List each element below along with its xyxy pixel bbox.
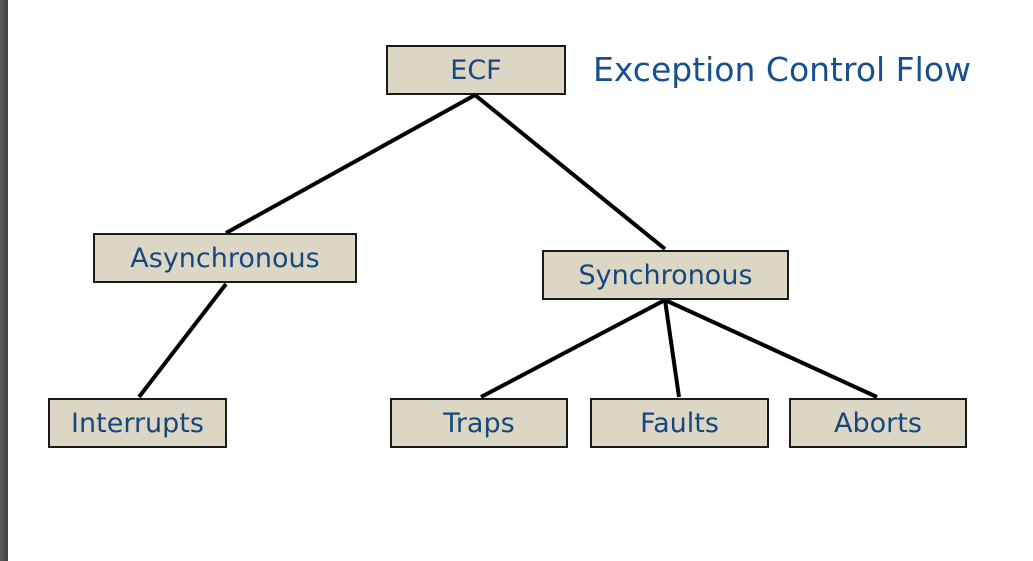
node-ecf[interactable]: ECF xyxy=(386,45,566,95)
edge-synchronous-faults xyxy=(663,299,681,398)
node-synchronous-label: Synchronous xyxy=(578,259,753,291)
node-aborts-label: Aborts xyxy=(834,407,922,439)
edge-asynchronous-interrupts xyxy=(137,282,228,399)
node-traps[interactable]: Traps xyxy=(390,398,568,448)
node-asynchronous[interactable]: Asynchronous xyxy=(93,233,357,283)
node-synchronous[interactable]: Synchronous xyxy=(542,250,789,300)
node-faults[interactable]: Faults xyxy=(590,398,769,448)
node-traps-label: Traps xyxy=(443,407,515,439)
diagram-title: Exception Control Flow xyxy=(593,50,972,89)
edge-ecf-asynchronous xyxy=(225,93,476,235)
node-interrupts-label: Interrupts xyxy=(71,407,204,439)
node-aborts[interactable]: Aborts xyxy=(789,398,967,448)
node-faults-label: Faults xyxy=(640,407,719,439)
node-asynchronous-label: Asynchronous xyxy=(130,242,320,274)
node-interrupts[interactable]: Interrupts xyxy=(48,398,227,448)
slide-left-edge-bar xyxy=(0,0,8,561)
edge-ecf-synchronous xyxy=(473,93,667,251)
edge-synchronous-traps xyxy=(480,298,666,399)
edge-synchronous-aborts xyxy=(664,298,878,399)
node-ecf-label: ECF xyxy=(450,54,502,86)
